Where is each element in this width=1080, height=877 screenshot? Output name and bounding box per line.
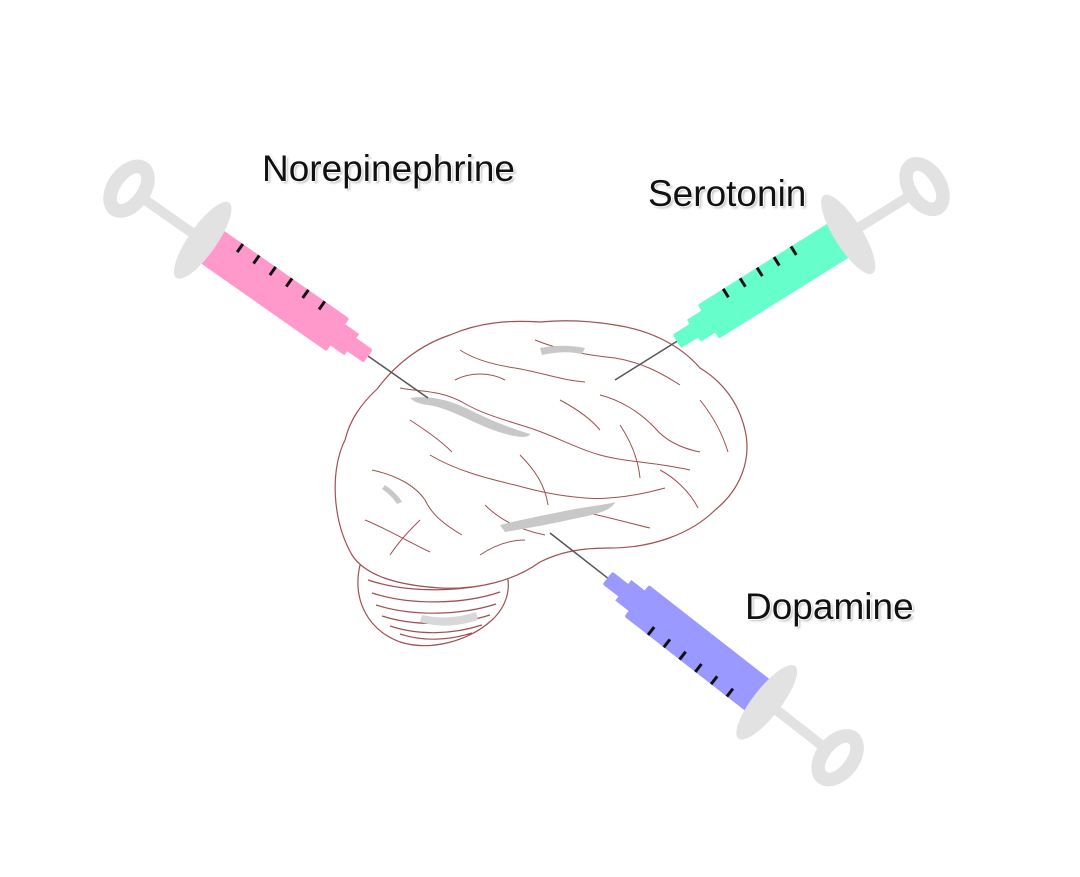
- label-norepinephrine: Norepinephrine: [262, 148, 516, 189]
- syringe-serotonin: [614, 157, 950, 381]
- cerebrum-outline: [334, 320, 748, 589]
- label-serotonin: Serotonin: [648, 173, 807, 214]
- syringe-dopamine: [549, 532, 864, 787]
- label-dopamine: Dopamine: [745, 586, 914, 627]
- brain-icon: [334, 320, 748, 647]
- syringe-icon: [549, 532, 864, 787]
- syringe-icon: [614, 157, 950, 381]
- syringe-norepinephrine: [103, 159, 429, 399]
- syringe-icon: [103, 159, 429, 399]
